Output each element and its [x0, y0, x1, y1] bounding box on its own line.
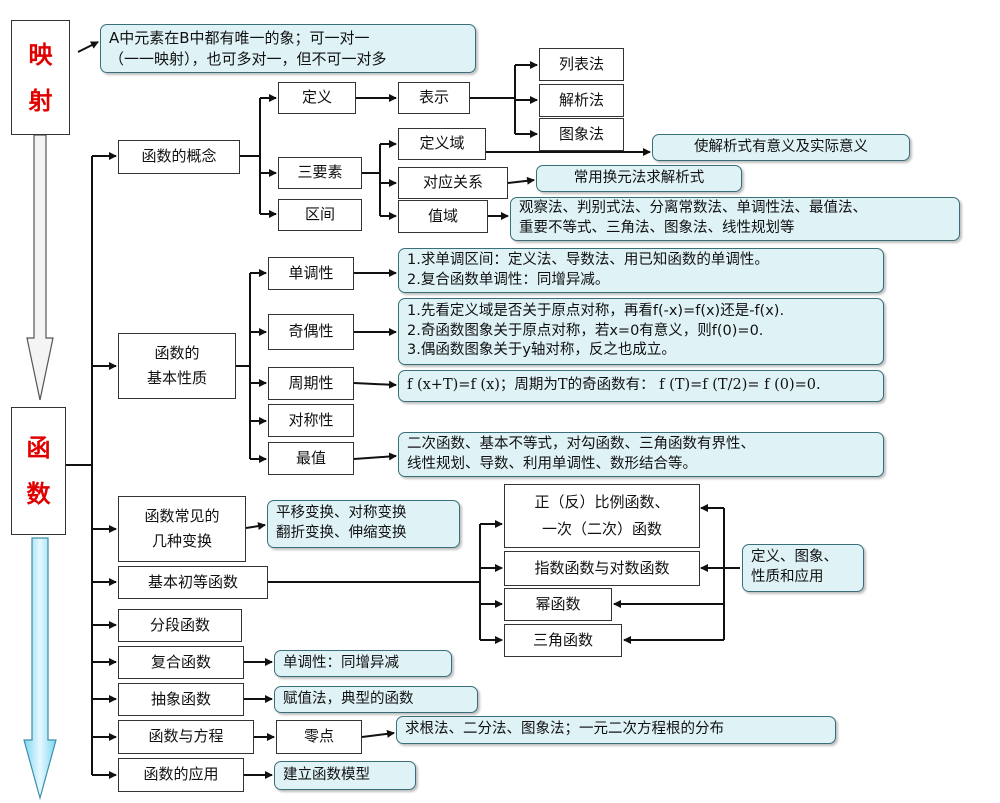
properties-label-line-2: 基本性质: [146, 369, 207, 387]
transform-note-line-1: 平移变换、对称变换: [276, 505, 407, 522]
extremum-box: 最值: [268, 442, 354, 475]
representation-box: 表示: [398, 82, 470, 114]
piecewise-box: 分段函数: [118, 609, 242, 642]
transform-note: 平移变换、对称变换 翻折变换、伸缩变换: [267, 500, 460, 548]
elementary-exp-log-box: 指数函数与对数函数: [504, 551, 700, 586]
periodic-note: f (x+T)=f (x)；周期为T的奇函数有： f (T)=f (T/2)= …: [398, 370, 884, 402]
monotonic-box: 单调性: [268, 257, 354, 290]
correspondence-box: 对应关系: [398, 167, 508, 199]
transform-note-line-2: 翻折变换、伸缩变换: [276, 525, 407, 541]
extremum-note-line-1: 二次函数、基本不等式，对勾函数、三角函数有界性、: [407, 435, 755, 452]
elementary-linear-line-1: 正（反）比例函数、: [534, 492, 670, 511]
abstract-note: 赋值法，典型的函数: [274, 686, 478, 713]
properties-label-line-1: 函数的: [154, 343, 200, 362]
elementary-note: 定义、图象、 性质和应用: [742, 544, 864, 592]
transform-label-line-2: 几种变换: [151, 532, 212, 550]
method-table-box: 列表法: [539, 48, 624, 81]
function-title-char-1: 函: [26, 433, 51, 463]
mapping-title-char-1: 映: [28, 39, 53, 69]
elementary-box: 基本初等函数: [118, 566, 268, 599]
mapping-note-line-2: （一一映射），也可多对一，但不可一对多: [109, 49, 387, 68]
monotonic-note-line-2: 2.复合函数单调性：同增异减。: [407, 271, 610, 288]
function-down-arrow: [23, 537, 57, 801]
zero-note: 求根法、二分法、图象法；一元二次方程根的分布: [396, 716, 836, 744]
mapping-note-line-1: A中元素在B中都有唯一的象；可一对一: [109, 29, 370, 48]
method-graph-box: 图象法: [539, 118, 624, 151]
parity-note-line-1: 1.先看定义域是否关于原点对称，再看f(-x)=f(x)还是-f(x).: [407, 303, 785, 320]
mapping-title: 映 射: [11, 20, 70, 135]
method-analytic-box: 解析法: [539, 84, 624, 117]
transform-label-line-1: 函数常见的: [144, 506, 220, 525]
symmetry-box: 对称性: [268, 404, 354, 437]
abstract-box: 抽象函数: [118, 683, 244, 716]
application-box: 函数的应用: [118, 758, 244, 792]
elementary-linear-line-2: 一次（二次）函数: [541, 520, 662, 538]
elementary-note-line-2: 性质和应用: [751, 569, 824, 585]
parity-note: 1.先看定义域是否关于原点对称，再看f(-x)=f(x)还是-f(x). 2.奇…: [398, 298, 884, 365]
domain-note: 使解析式有意义及实际意义: [652, 134, 910, 161]
elementary-note-line-1: 定义、图象、: [751, 549, 838, 566]
mapping-down-arrow: [26, 134, 54, 401]
periodic-box: 周期性: [268, 367, 354, 400]
zero-box: 零点: [276, 720, 362, 754]
monotonic-note: 1.求单调区间：定义法、导数法、用已知函数的单调性。 2.复合函数单调性：同增异…: [398, 248, 884, 293]
properties-box: 函数的 基本性质: [118, 333, 236, 399]
elementary-power-box: 幂函数: [504, 588, 612, 621]
correspondence-note: 常用换元法求解析式: [536, 165, 742, 192]
parity-note-line-2: 2.奇函数图象关于原点对称，若x=0有意义，则f(0)=0.: [407, 322, 764, 339]
interval-box: 区间: [278, 199, 362, 231]
range-note-line-1: 观察法、判别式法、分离常数法、单调性法、最值法、: [519, 200, 867, 217]
concept-box: 函数的概念: [118, 140, 240, 174]
extremum-note-line-2: 线性规划、导数、利用单调性、数形结合等。: [407, 455, 697, 472]
domain-box: 定义域: [398, 128, 486, 160]
elementary-linear-box: 正（反）比例函数、 一次（二次）函数: [504, 484, 700, 548]
transform-box: 函数常见的 几种变换: [118, 496, 246, 562]
elementary-trig-box: 三角函数: [504, 624, 622, 657]
function-title-char-2: 数: [26, 479, 51, 508]
mapping-note: A中元素在B中都有唯一的象；可一对一 （一一映射），也可多对一，但不可一对多: [100, 24, 476, 73]
three-elements-box: 三要素: [278, 157, 362, 189]
parity-note-line-3: 3.偶函数图象关于y轴对称，反之也成立。: [407, 342, 676, 359]
equation-box: 函数与方程: [118, 720, 254, 754]
parity-box: 奇偶性: [268, 314, 354, 350]
range-box: 值域: [398, 200, 488, 233]
mapping-title-char-2: 射: [28, 85, 53, 115]
extremum-note: 二次函数、基本不等式，对勾函数、三角函数有界性、 线性规划、导数、利用单调性、数…: [398, 432, 884, 477]
definition-box: 定义: [278, 82, 356, 114]
function-title: 函 数: [11, 407, 66, 535]
range-note: 观察法、判别式法、分离常数法、单调性法、最值法、 重要不等式、三角法、图象法、线…: [510, 197, 960, 241]
monotonic-note-line-1: 1.求单调区间：定义法、导数法、用已知函数的单调性。: [407, 251, 769, 268]
range-note-line-2: 重要不等式、三角法、图象法、线性规划等: [519, 220, 795, 236]
application-note: 建立函数模型: [274, 761, 416, 790]
composite-note: 单调性：同增异减: [274, 650, 452, 677]
composite-box: 复合函数: [118, 646, 244, 679]
